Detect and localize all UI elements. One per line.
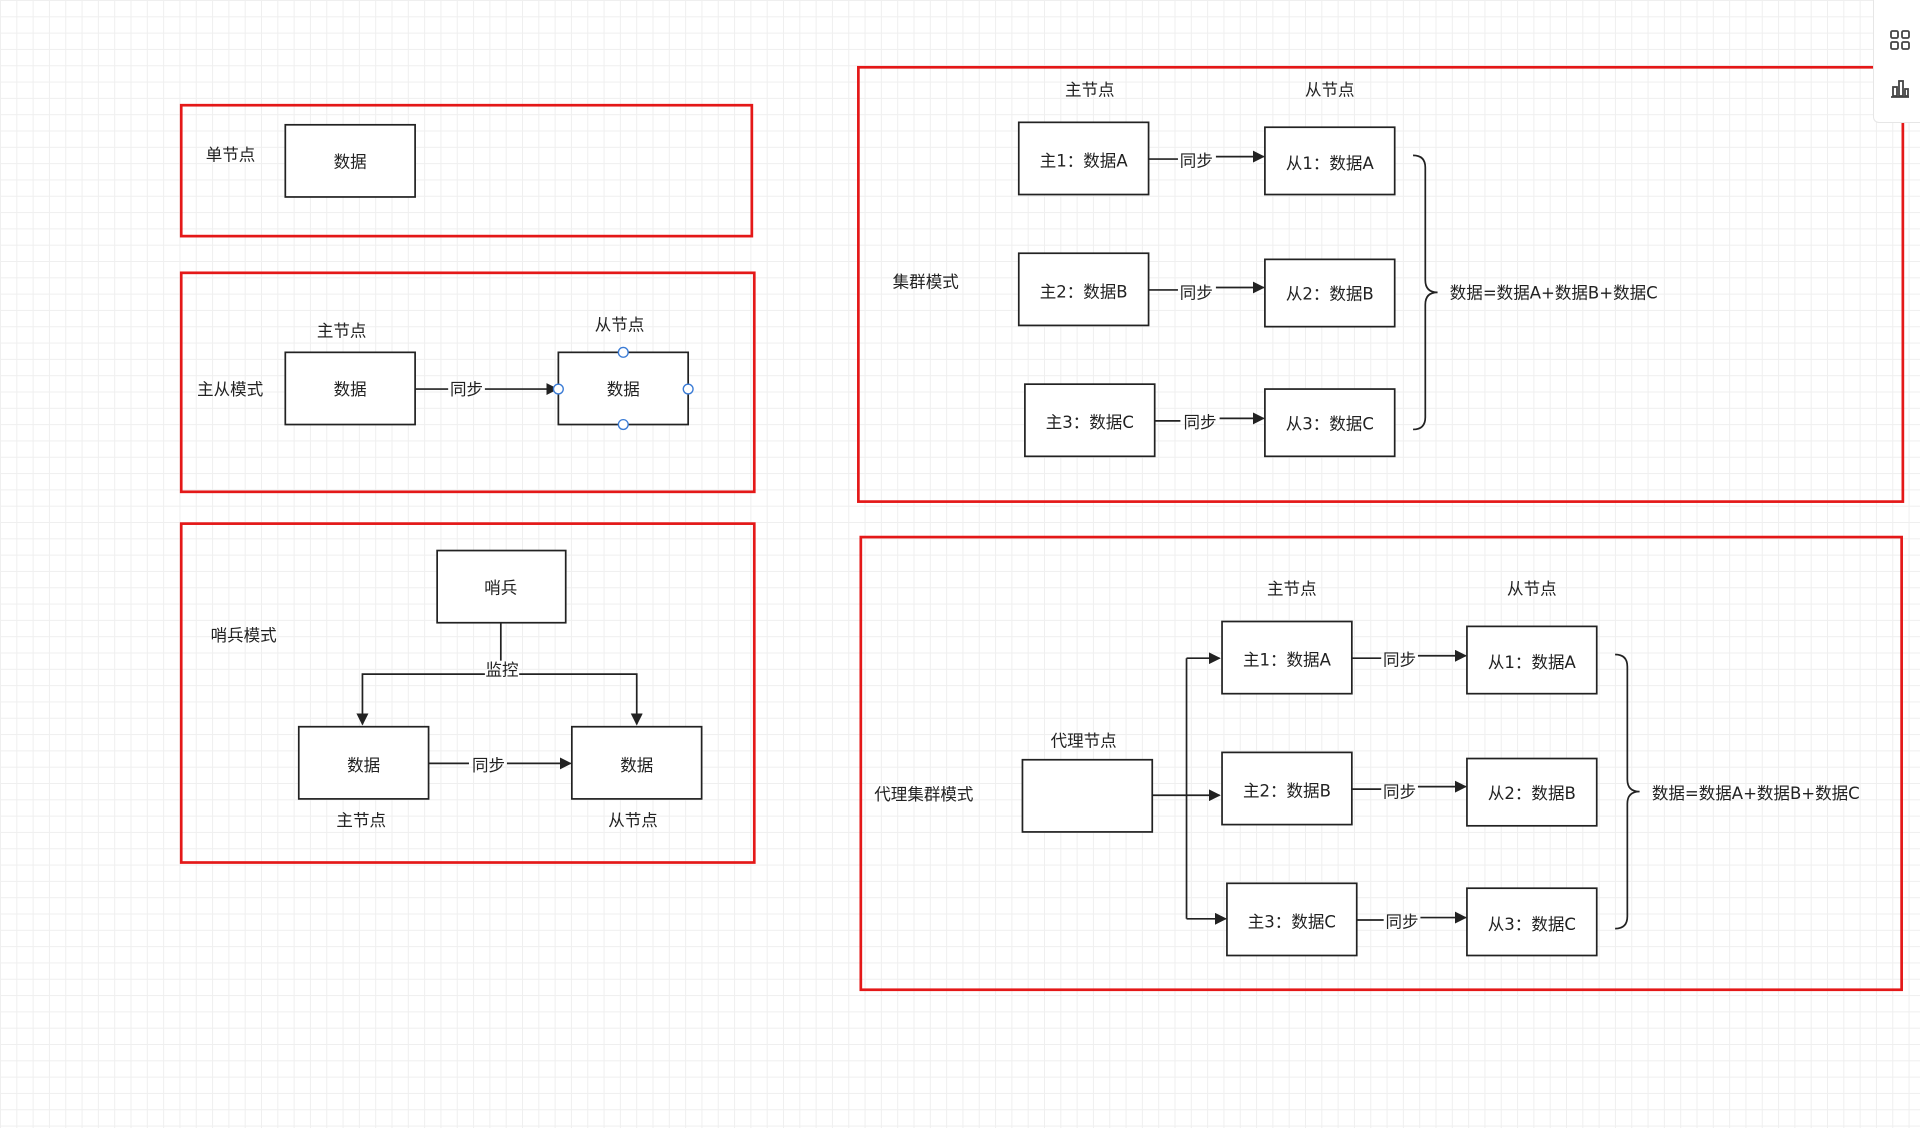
monitor-label: 监控 (486, 660, 519, 679)
section-frame[interactable] (179, 522, 756, 864)
cluster-slave-node[interactable]: 从1：数据A (1264, 126, 1396, 196)
node-label: 主1：数据A (1243, 651, 1332, 670)
data-node[interactable]: 数据 (284, 123, 416, 198)
sync-label: 同步 (1180, 284, 1213, 303)
cluster-master-node[interactable]: 主2：数据B (1017, 252, 1150, 327)
proxy-master-node[interactable]: 主3：数据C (1226, 882, 1358, 957)
section-title: 哨兵模式 (211, 626, 277, 645)
node-label: 主2：数据B (1243, 781, 1331, 800)
node-label: 数据 (334, 380, 367, 399)
sync-label: 同步 (1183, 413, 1216, 432)
connection-handle[interactable] (682, 383, 694, 395)
cluster-master-node[interactable]: 主3：数据C (1024, 383, 1156, 458)
slave-caption: 从节点 (1507, 580, 1557, 599)
node-label: 数据 (607, 380, 640, 399)
curly-brace (1615, 653, 1640, 930)
slave-caption: 从节点 (608, 811, 658, 830)
section-title: 代理集群模式 (874, 785, 973, 804)
proxy-node[interactable] (1021, 758, 1154, 833)
single-node-section[interactable]: 单节点 数据 (179, 103, 754, 238)
sentinel-section[interactable]: 哨兵模式 哨兵 监控 数据 数据 同步 主节点 从节点 (179, 522, 756, 864)
node-label: 从3：数据C (1488, 915, 1576, 934)
slave-caption: 从节点 (1305, 80, 1355, 99)
proxy-slave-node[interactable]: 从3：数据C (1466, 887, 1598, 957)
master-node[interactable]: 数据 (297, 725, 430, 800)
node-label: 数据 (334, 153, 367, 172)
node-label: 哨兵 (484, 578, 517, 597)
cluster-master-node[interactable]: 主1：数据A (1017, 121, 1150, 196)
connection-handle[interactable] (617, 418, 629, 431)
grid-icon[interactable] (1888, 28, 1912, 52)
section-frame[interactable] (857, 65, 1905, 503)
proxy-master-node[interactable]: 主1：数据A (1221, 620, 1353, 695)
sync-label: 同步 (1180, 151, 1213, 170)
sum-annotation: 数据=数据A+数据B+数据C (1652, 784, 1860, 803)
node-label: 从3：数据C (1286, 414, 1374, 433)
cluster-slave-node[interactable]: 从2：数据B (1264, 258, 1396, 328)
slave-caption: 从节点 (595, 315, 645, 334)
sync-label: 同步 (450, 380, 483, 399)
sentinel-node[interactable]: 哨兵 (436, 549, 567, 624)
proxy-cluster-section[interactable]: 代理集群模式 代理节点 主节点 从节点 主1：数据A 主2：数据B 主3：数据C… (859, 535, 1903, 992)
master-slave-section[interactable]: 主从模式 主节点 从节点 数据 数据 同步 (179, 271, 756, 494)
node-label: 从1：数据A (1286, 154, 1375, 173)
node-label: 从2：数据B (1488, 784, 1576, 803)
section-frame[interactable] (179, 103, 754, 238)
connection-handle[interactable] (617, 346, 629, 358)
proxy-slave-node[interactable]: 从2：数据B (1466, 757, 1598, 827)
node-label: 主2：数据B (1040, 282, 1128, 301)
master-caption: 主节点 (317, 321, 367, 340)
sum-annotation: 数据=数据A+数据B+数据C (1450, 284, 1658, 303)
section-frame[interactable] (859, 535, 1903, 992)
side-toolbar (1873, 0, 1920, 123)
node-label: 数据 (620, 756, 653, 775)
node-label: 主3：数据C (1248, 912, 1336, 931)
proxy-caption: 代理节点 (1051, 731, 1117, 750)
node-label: 主3：数据C (1046, 413, 1134, 432)
master-node[interactable]: 数据 (284, 351, 416, 426)
monitor-edge[interactable] (356, 673, 485, 726)
slave-node[interactable]: 数据 (570, 725, 703, 800)
curly-brace (1413, 154, 1438, 431)
section-title: 单节点 (206, 145, 256, 164)
chart-icon[interactable] (1888, 76, 1912, 100)
sync-label: 同步 (1386, 912, 1419, 931)
sync-label: 同步 (1383, 651, 1416, 670)
master-caption: 主节点 (1065, 80, 1115, 99)
node-label: 数据 (347, 756, 380, 775)
node-label: 从1：数据A (1488, 653, 1577, 672)
proxy-master-node[interactable]: 主2：数据B (1221, 751, 1353, 826)
master-caption: 主节点 (336, 811, 386, 830)
slave-node[interactable]: 数据 (557, 351, 690, 426)
node-label: 主1：数据A (1040, 151, 1129, 170)
connection-handle[interactable] (552, 383, 564, 395)
monitor-edge[interactable] (519, 673, 643, 726)
section-frame[interactable] (179, 271, 756, 494)
section-title: 集群模式 (893, 273, 959, 292)
master-caption: 主节点 (1267, 580, 1317, 599)
section-title: 主从模式 (197, 380, 263, 399)
node-label: 从2：数据B (1286, 285, 1374, 304)
sync-label: 同步 (472, 756, 505, 775)
cluster-section[interactable]: 集群模式 主节点 从节点 主1：数据A 主2：数据B 主3：数据C 从1：数据A… (857, 65, 1905, 503)
sync-label: 同步 (1383, 783, 1416, 802)
proxy-slave-node[interactable]: 从1：数据A (1466, 625, 1598, 695)
cluster-slave-node[interactable]: 从3：数据C (1264, 388, 1396, 458)
